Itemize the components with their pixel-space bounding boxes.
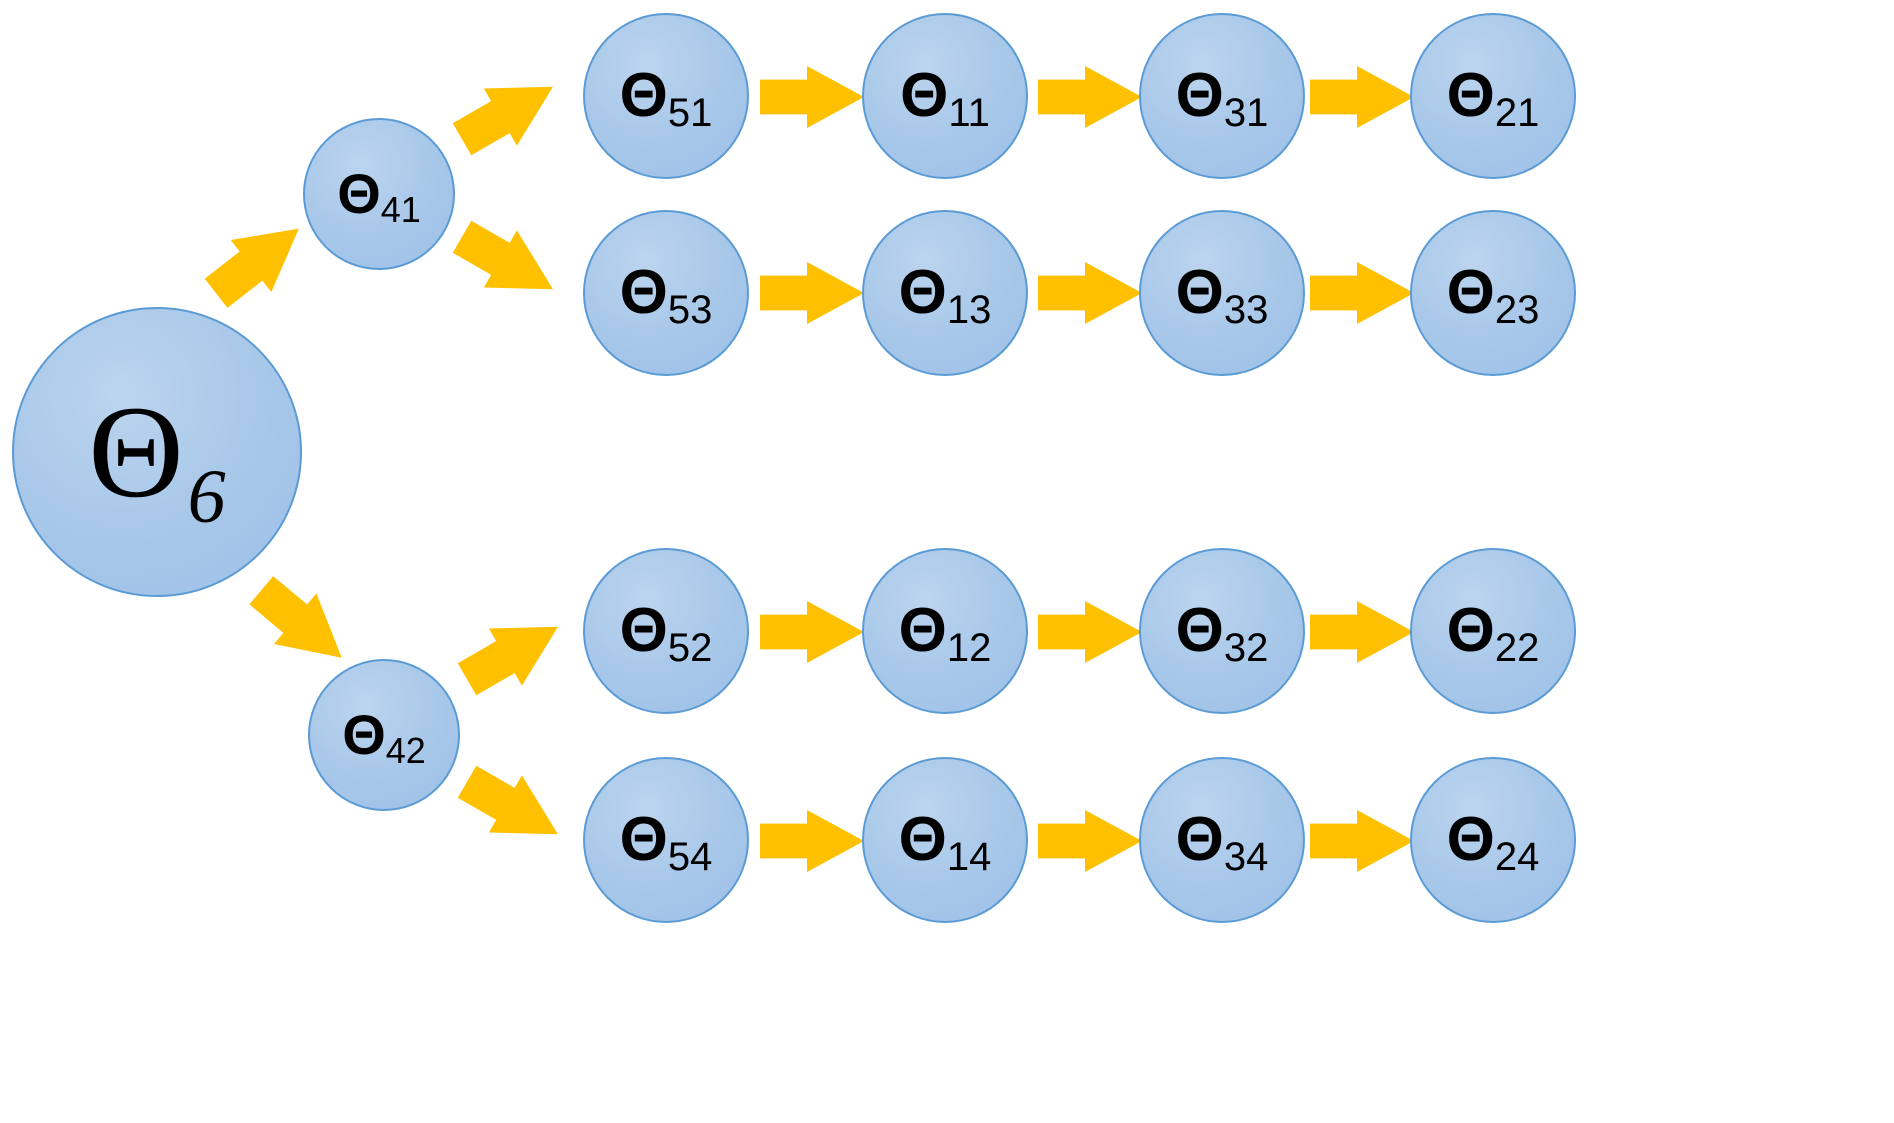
theta-glyph-n13: Θ [898,258,947,327]
subscript-n53: 53 [667,288,713,332]
theta-glyph-n51: Θ [619,61,668,130]
theta-glyph-n52: Θ [619,596,668,665]
subscript-n14: 14 [946,835,992,879]
theta-glyph-root: Θ [88,378,184,525]
subscript-n21: 21 [1494,91,1540,135]
theta-glyph-n32: Θ [1175,596,1224,665]
theta-glyph-n24: Θ [1446,805,1495,874]
subscript-n33: 33 [1223,288,1269,332]
arrow-n13-to-n33 [1038,262,1142,324]
subscript-n52: 52 [667,626,713,670]
theta-glyph-n34: Θ [1175,805,1224,874]
theta-glyph-n31: Θ [1175,61,1224,130]
arrow-n14-to-n34 [1038,810,1142,872]
theta-glyph-n14: Θ [898,805,947,874]
arrow-n11-to-n31 [1038,66,1142,128]
theta-glyph-n22: Θ [1446,596,1495,665]
subscript-n51: 51 [667,91,713,135]
theta-glyph-n12: Θ [898,596,947,665]
theta-glyph-n33: Θ [1175,258,1224,327]
arrow-n32-to-n22 [1310,601,1414,663]
arrow-n52-to-n12 [760,601,864,663]
theta-glyph-n11: Θ [900,61,948,130]
theta-glyph-n54: Θ [619,805,668,874]
arrow-n51-to-n11 [760,66,864,128]
subscript-n32: 32 [1223,626,1269,670]
subscript-n34: 34 [1223,835,1269,879]
arrow-n31-to-n21 [1310,66,1414,128]
arrow-n41-to-n51 [446,58,570,168]
subscript-n54: 54 [667,835,713,879]
arrow-n41-to-n53 [446,208,570,318]
arrow-root-to-n41 [196,203,319,320]
arrow-n42-to-n54 [451,753,575,863]
subscript-n24: 24 [1494,835,1540,879]
subscript-n11: 11 [948,91,990,135]
arrow-n12-to-n32 [1038,601,1142,663]
subscript-n42: 42 [385,730,426,771]
arrow-n34-to-n24 [1310,810,1414,872]
arrow-n54-to-n14 [760,810,864,872]
subscript-n22: 22 [1494,626,1540,670]
subscript-n12: 12 [946,626,992,670]
theta-glyph-n53: Θ [619,258,668,327]
theta-glyph-n23: Θ [1446,258,1495,327]
theta-glyph-n21: Θ [1446,61,1495,130]
arrow-n42-to-n52 [451,598,575,708]
subscript-n13: 13 [946,288,992,332]
arrow-root-to-n42 [240,565,363,683]
subscript-n41: 41 [380,189,421,230]
subscript-root: 6 [187,455,226,539]
arrow-n33-to-n23 [1310,262,1414,324]
theta-glyph-n41: Θ [337,162,381,225]
arrow-n53-to-n13 [760,262,864,324]
subscript-n31: 31 [1223,91,1269,135]
subscript-n23: 23 [1494,288,1540,332]
theta-glyph-n42: Θ [342,703,386,766]
